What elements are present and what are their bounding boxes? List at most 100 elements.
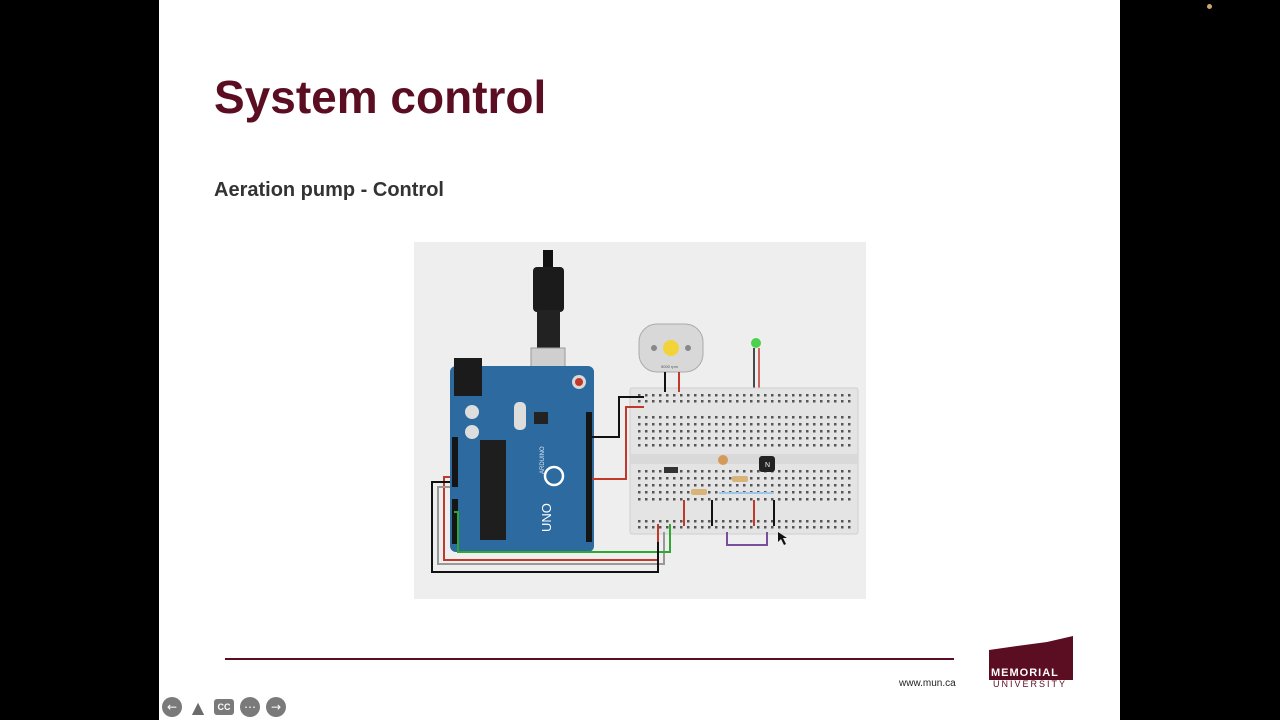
breadboard-hole <box>673 400 676 403</box>
breadboard-hole <box>813 498 816 501</box>
breadboard-hole <box>799 394 802 397</box>
ellipsis-icon[interactable]: ⋯ <box>240 697 260 717</box>
breadboard-hole <box>771 423 774 426</box>
breadboard-hole <box>743 437 746 440</box>
breadboard-hole <box>813 444 816 447</box>
breadboard-hole <box>659 430 662 433</box>
breadboard-hole <box>778 444 781 447</box>
breadboard-hole <box>666 444 669 447</box>
breadboard-hole <box>722 423 725 426</box>
breadboard-hole <box>757 444 760 447</box>
breadboard-hole <box>813 484 816 487</box>
breadboard-hole <box>736 437 739 440</box>
breadboard-hole <box>659 400 662 403</box>
breadboard-hole <box>778 470 781 473</box>
breadboard-hole <box>680 430 683 433</box>
breadboard-hole <box>813 423 816 426</box>
breadboard-hole <box>792 477 795 480</box>
breadboard-hole <box>827 394 830 397</box>
breadboard-hole <box>792 470 795 473</box>
breadboard-hole <box>827 416 830 419</box>
breadboard-hole <box>652 394 655 397</box>
breadboard-hole <box>813 526 816 529</box>
breadboard-hole <box>792 437 795 440</box>
arrow-left-icon[interactable]: ← <box>162 697 182 717</box>
breadboard-hole <box>694 416 697 419</box>
breadboard-hole <box>645 394 648 397</box>
breadboard-hole <box>848 437 851 440</box>
breadboard-hole <box>792 520 795 523</box>
breadboard-hole <box>813 430 816 433</box>
breadboard-hole <box>799 430 802 433</box>
breadboard-hole <box>673 444 676 447</box>
breadboard-hole <box>799 423 802 426</box>
breadboard-hole <box>715 437 718 440</box>
breadboard-hole <box>687 526 690 529</box>
triangle-icon[interactable]: ▲ <box>191 697 205 717</box>
transistor <box>759 456 775 472</box>
breadboard-hole <box>708 444 711 447</box>
breadboard-hole <box>813 520 816 523</box>
breadboard-hole <box>701 526 704 529</box>
breadboard-hole <box>666 520 669 523</box>
breadboard-hole <box>834 423 837 426</box>
breadboard-hole <box>708 437 711 440</box>
breadboard-hole <box>827 400 830 403</box>
breadboard-hole <box>666 498 669 501</box>
breadboard-hole <box>722 498 725 501</box>
breadboard-hole <box>638 526 641 529</box>
breadboard-hole <box>708 484 711 487</box>
breadboard-hole <box>687 423 690 426</box>
breadboard-hole <box>729 400 732 403</box>
breadboard-hole <box>764 484 767 487</box>
breadboard-hole <box>841 520 844 523</box>
breadboard-hole <box>701 477 704 480</box>
breadboard-hole <box>841 416 844 419</box>
breadboard-hole <box>750 430 753 433</box>
breadboard-hole <box>736 526 739 529</box>
breadboard-hole <box>834 470 837 473</box>
breadboard-hole <box>715 400 718 403</box>
breadboard-hole <box>848 520 851 523</box>
arrow-right-icon[interactable]: → <box>266 697 286 717</box>
breadboard-hole <box>673 423 676 426</box>
breadboard-hole <box>708 394 711 397</box>
diode <box>664 467 678 473</box>
breadboard-hole <box>708 416 711 419</box>
breadboard-hole <box>820 526 823 529</box>
breadboard-hole <box>680 437 683 440</box>
breadboard-hole <box>834 520 837 523</box>
breadboard-hole <box>652 491 655 494</box>
breadboard-hole <box>834 416 837 419</box>
breadboard-hole <box>799 520 802 523</box>
breadboard-hole <box>792 526 795 529</box>
breadboard-hole <box>652 470 655 473</box>
breadboard-hole <box>722 400 725 403</box>
breadboard-hole <box>757 520 760 523</box>
breadboard-hole <box>743 444 746 447</box>
breadboard-hole <box>666 430 669 433</box>
breadboard-hole <box>666 400 669 403</box>
breadboard-hole <box>820 437 823 440</box>
breadboard-hole <box>638 444 641 447</box>
breadboard-hole <box>785 526 788 529</box>
breadboard-hole <box>638 484 641 487</box>
breadboard-hole <box>659 416 662 419</box>
breadboard-hole <box>750 526 753 529</box>
breadboard-hole <box>806 477 809 480</box>
breadboard-hole <box>722 484 725 487</box>
breadboard-hole <box>750 394 753 397</box>
breadboard-hole <box>652 430 655 433</box>
breadboard-hole <box>645 477 648 480</box>
breadboard-hole <box>701 400 704 403</box>
breadboard-hole <box>750 423 753 426</box>
breadboard-hole <box>806 416 809 419</box>
breadboard-hole <box>778 400 781 403</box>
breadboard-hole <box>771 394 774 397</box>
captions-button[interactable]: CC <box>214 699 234 715</box>
breadboard-hole <box>645 400 648 403</box>
breadboard-hole <box>680 520 683 523</box>
breadboard-hole <box>785 477 788 480</box>
slide-title: System control <box>214 71 547 123</box>
breadboard-hole <box>841 437 844 440</box>
